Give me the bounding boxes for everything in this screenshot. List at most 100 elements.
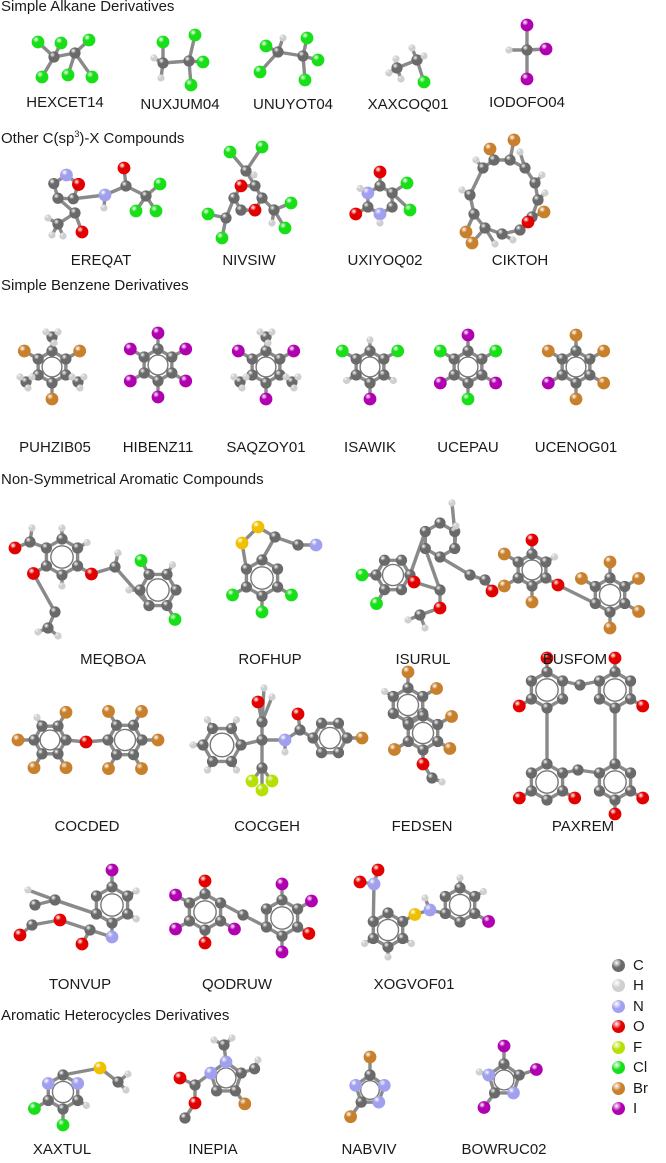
atom-c — [271, 581, 284, 593]
atom-c — [589, 597, 601, 610]
atom-n — [41, 1077, 55, 1090]
atom-c — [362, 201, 374, 213]
aromatic-ring — [215, 1067, 237, 1089]
molecule-label: CIKTOH — [491, 252, 549, 269]
atom-h — [550, 553, 559, 561]
legend-label: H — [633, 977, 644, 995]
aromatic-ring — [146, 578, 170, 602]
atom-c — [127, 749, 140, 761]
atom-c — [476, 369, 488, 381]
atom-c — [52, 748, 64, 760]
atom-h — [82, 1101, 90, 1110]
atom-c — [256, 554, 268, 566]
atom-h — [58, 582, 66, 590]
atom-br — [603, 621, 617, 635]
atom-c — [386, 187, 398, 199]
atom-br — [537, 205, 551, 219]
atom-c — [609, 666, 621, 678]
atom-o — [525, 533, 539, 547]
molecule-COCDED — [11, 705, 165, 775]
legend-item-h: H — [612, 976, 648, 997]
atom-br — [483, 142, 497, 156]
molecule-label: INEPIA — [188, 1141, 238, 1158]
atom-s — [93, 1061, 107, 1075]
atom-i — [259, 392, 273, 406]
atom-c — [260, 377, 272, 389]
element-legend: C H N O F Cl Br I — [612, 955, 648, 1119]
molecule-label: HEXCET14 — [26, 94, 104, 111]
atom-c — [624, 675, 637, 687]
atom-n — [377, 1078, 391, 1092]
molecule-label: EREQAT — [70, 252, 132, 269]
atom-n — [361, 186, 375, 200]
atom-h — [385, 69, 393, 77]
bond — [438, 555, 472, 577]
bond — [423, 546, 442, 592]
atom-cl — [489, 344, 503, 358]
atom-c — [624, 785, 637, 797]
atom-c — [183, 55, 195, 67]
atom-c — [411, 54, 423, 66]
atom-c — [448, 353, 460, 365]
atom-cl — [255, 140, 269, 154]
atom-i — [477, 1101, 491, 1114]
atom-c — [71, 542, 84, 554]
atom-cl — [391, 344, 405, 358]
atom-cl — [129, 204, 143, 218]
atom-br — [430, 682, 443, 695]
atom-i — [151, 390, 165, 404]
atom-o — [433, 601, 447, 615]
atom-cl — [196, 55, 210, 69]
atom-c — [69, 207, 81, 219]
atom-h — [76, 384, 84, 392]
atom-c — [432, 735, 444, 748]
atom-c — [214, 897, 227, 909]
atom-c — [556, 767, 569, 779]
atom-c — [40, 560, 53, 572]
atom-h — [408, 44, 416, 52]
sphere-icon — [612, 958, 625, 972]
bond — [31, 571, 57, 614]
atom-h — [475, 1068, 483, 1076]
atom-c — [84, 924, 96, 936]
sphere-icon — [612, 1102, 625, 1116]
atom-c — [593, 675, 606, 687]
bond — [53, 898, 99, 916]
section-title-nonsym-aromatic: Non-Symmetrical Aromatic Compounds — [1, 471, 264, 488]
atom-c — [426, 772, 438, 784]
aromatic-ring — [521, 559, 543, 581]
atom-h — [150, 54, 158, 62]
atom-br — [102, 762, 115, 775]
atom-h — [421, 624, 429, 632]
atom-o — [416, 757, 430, 771]
atom-c — [29, 899, 41, 911]
atom-c — [276, 930, 288, 942]
atom-i — [179, 342, 193, 356]
atom-n — [423, 903, 437, 917]
atom-h — [279, 34, 287, 42]
molecule-UCENOG01 — [541, 328, 611, 406]
atom-br — [401, 665, 415, 679]
aromatic-ring — [360, 1079, 381, 1100]
atom-c — [462, 345, 474, 357]
molecule-ISAWIK — [335, 336, 405, 406]
atom-cl — [335, 344, 349, 358]
atom-br — [569, 328, 583, 342]
atom-o — [349, 207, 363, 221]
atom-h — [356, 184, 364, 193]
atom-o — [75, 225, 89, 239]
atom-c — [228, 192, 240, 204]
atom-i — [169, 888, 182, 902]
atom-cl — [56, 1118, 70, 1132]
atom-c — [609, 758, 621, 770]
atom-h — [407, 939, 415, 948]
atom-c — [237, 909, 249, 921]
molecule-label: HIBENZ11 — [122, 439, 194, 456]
atom-cl — [184, 78, 198, 92]
molecule-NABVIV — [344, 1050, 391, 1124]
atom-o — [407, 575, 421, 589]
molecule-UXIYOQ02 — [349, 165, 417, 227]
bond — [408, 529, 427, 577]
atom-c — [69, 47, 81, 59]
atom-c — [367, 932, 379, 945]
